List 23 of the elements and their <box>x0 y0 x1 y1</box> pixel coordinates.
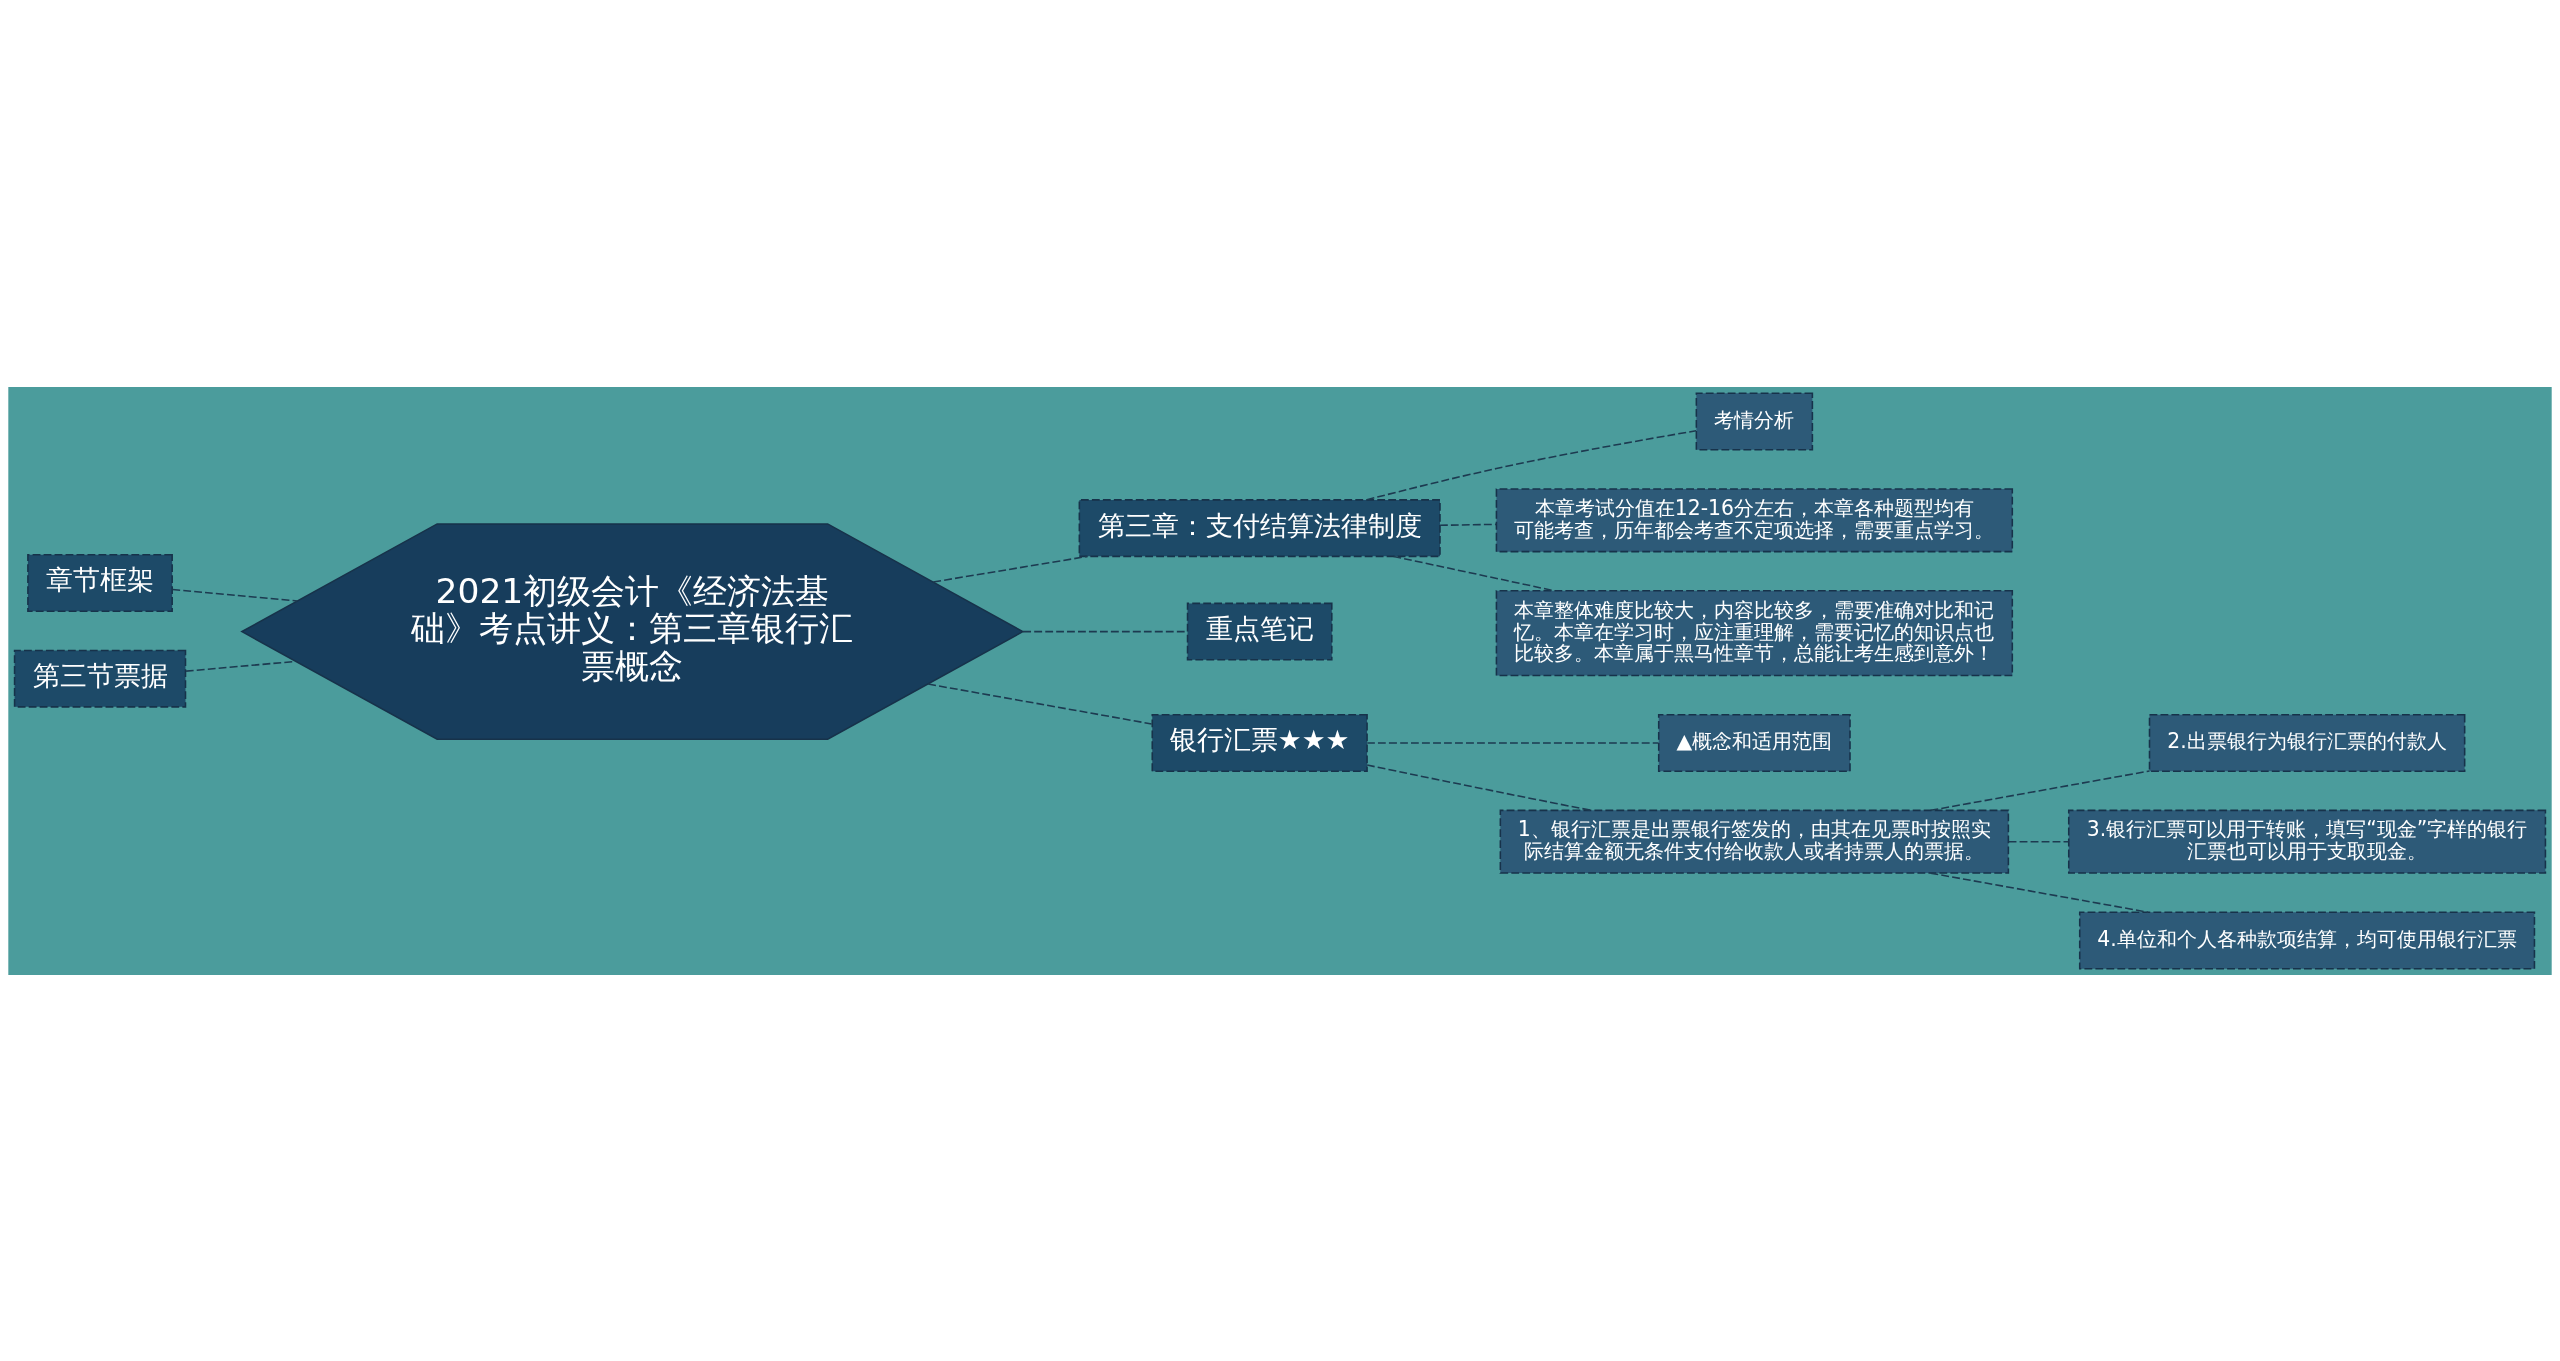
connector <box>1366 741 1660 744</box>
connector <box>1929 769 2151 811</box>
node-box: 3.银行汇票可以用于转账，填写“现金”字样的银行汇票也可以用于支取现金。 <box>2067 809 2547 874</box>
node-box: 4.单位和个人各种款项结算，均可使用银行汇票 <box>2078 911 2536 969</box>
node-box: 第三章：支付结算法律制度 <box>1078 498 1441 557</box>
node-box: 重点笔记 <box>1186 602 1333 661</box>
node-box: 章节框架 <box>27 553 173 612</box>
node-box: 2.出票银行为银行汇票的付款人 <box>2148 713 2466 772</box>
connector <box>2007 840 2070 842</box>
node-box: ▲概念和适用范围 <box>1657 713 1851 772</box>
connector <box>1439 523 1497 526</box>
connector <box>1366 763 1592 811</box>
node-box: 银行汇票★★★ <box>1151 713 1368 772</box>
node-box: 考情分析 <box>1695 392 1814 450</box>
node-box: 本章考试分值在12-16分左右，本章各种题型均有可能考查，历年都会考查不定项选择，需要重点学习。 <box>1495 487 2014 552</box>
connector <box>932 555 1089 583</box>
node-box: 本章整体难度比较大，内容比较多，需要准确对比和记忆。本章在学习时，应注重理解，需要记忆的知识点也比较多。本章属于黑马性章节，总能让考生感到意外！ <box>1495 589 2014 676</box>
connector <box>1929 871 2149 913</box>
connector <box>1366 429 1697 501</box>
node-box: 1、银行汇票是出票银行签发的，由其在见票时按照实际结算金额无条件支付给收款人或者持票人的票据。 <box>1499 809 2010 874</box>
connector <box>927 682 1153 725</box>
node-box: 第三节票据 <box>13 649 187 708</box>
connector <box>171 588 299 602</box>
